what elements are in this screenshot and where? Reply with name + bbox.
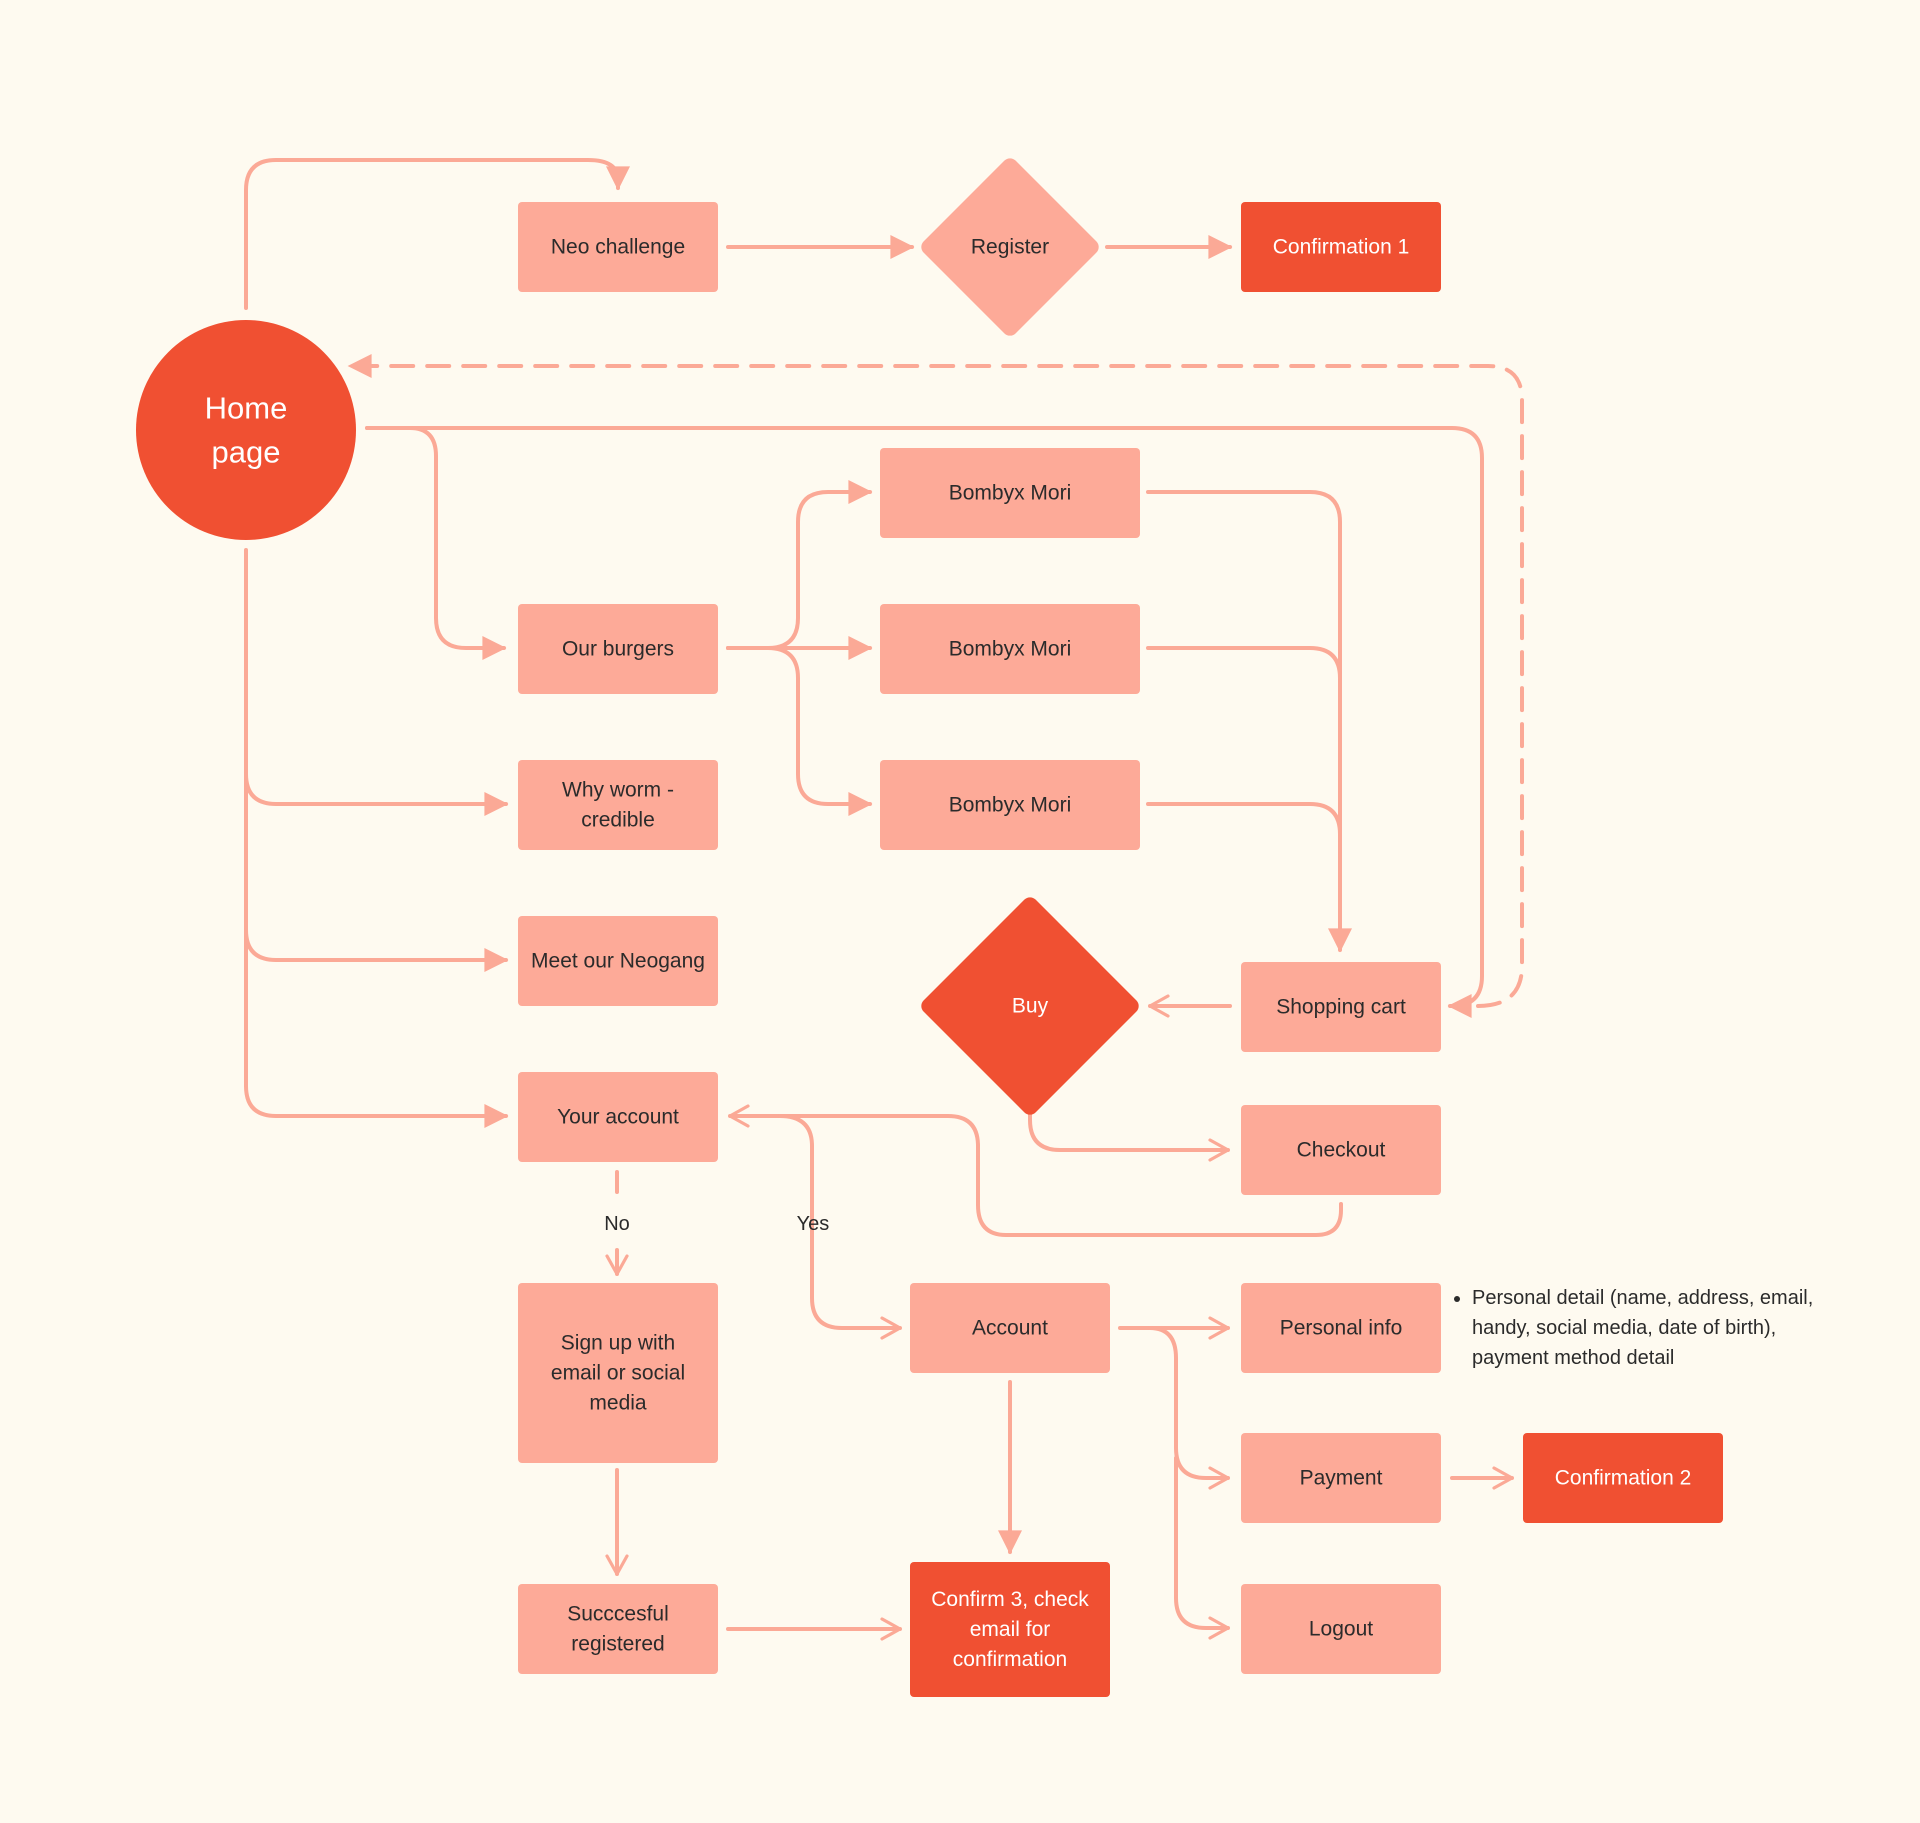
node-confirmation-1-label: Confirmation 1 [1273,236,1410,259]
edge-label-yes: Yes [797,1213,830,1235]
edge-home-to-our-burgers [365,426,507,660]
node-confirmation-1: Confirmation 1 [1241,202,1441,292]
personal-info-note: Personal detail (name, address, email, h… [1450,1283,1830,1373]
node-shopping-cart: Shopping cart [1241,962,1441,1052]
node-our-burgers-shape [518,604,718,694]
node-why-worm-label: Why worm - [562,779,674,802]
edge-your-account-to-account-yes [778,1114,902,1340]
edge-bombyx-mori-1-to-cart [1146,490,1352,953]
node-confirmation-2: Confirmation 2 [1523,1433,1723,1523]
node-bombyx-mori-2-label: Bombyx Mori [949,638,1072,661]
node-sign-up-label: media [589,1392,647,1415]
node-account-shape [910,1283,1110,1373]
edge-home-to-meet-neogang [244,928,509,972]
node-register: Register [921,158,1099,336]
node-sign-up: Sign up with email or social media [518,1283,718,1463]
edge-bombyx-mori-3-to-cart [1146,802,1342,836]
edge-home-to-your-account [244,1084,509,1128]
edge-our-burgers-to-bombyx-mori-1 [726,480,873,650]
edge-our-burgers-to-bombyx-mori-3 [726,646,873,816]
node-register-shape [921,158,1099,336]
node-sign-up-label: Sign up with [561,1332,675,1355]
node-logout: Logout [1241,1584,1441,1674]
node-logout-label: Logout [1309,1618,1373,1641]
node-your-account-shape [518,1072,718,1162]
node-bombyx-mori-3-label: Bombyx Mori [949,794,1072,817]
node-meet-neogang: Meet our Neogang [518,916,718,1006]
node-why-worm-shape [518,760,718,850]
node-bombyx-mori-1-label: Bombyx Mori [949,482,1072,505]
node-your-account: Your account [518,1072,718,1162]
node-shopping-cart-label: Shopping cart [1276,996,1406,1019]
node-payment: Payment [1241,1433,1441,1523]
node-shopping-cart-shape [1241,962,1441,1052]
node-bombyx-mori-1-shape [880,448,1140,538]
node-meet-neogang-shape [518,916,718,1006]
node-successful-registered-label: Succcesful [567,1603,669,1626]
node-bombyx-mori-2: Bombyx Mori [880,604,1140,694]
node-why-worm-label: credible [581,809,655,832]
node-confirmation-1-shape [1241,202,1441,292]
node-register-label: Register [971,236,1049,259]
node-confirm-3-label: Confirm 3, check [931,1588,1089,1611]
node-buy-label: Buy [1012,995,1049,1018]
node-sign-up-shape [518,1283,718,1463]
node-logout-shape [1241,1584,1441,1674]
personal-info-note-item: Personal detail (name, address, email, h… [1472,1283,1830,1373]
node-successful-registered-label: registered [571,1633,664,1656]
node-bombyx-mori-3-shape [880,760,1140,850]
node-why-worm: Why worm - credible [518,760,718,850]
node-neo-challenge: Neo challenge [518,202,718,292]
node-bombyx-mori-1: Bombyx Mori [880,448,1140,538]
node-successful-registered-shape [518,1584,718,1674]
node-home-page-label: Home [205,391,288,426]
node-successful-registered: Succcesful registered [518,1584,718,1674]
node-checkout-shape [1241,1105,1441,1195]
node-buy: Buy [921,897,1139,1115]
node-meet-neogang-label: Meet our Neogang [531,950,705,973]
edge-label-no: No [604,1213,630,1235]
node-confirm-3: Confirm 3, check email for confirmation [910,1562,1110,1697]
node-personal-info-label: Personal info [1280,1317,1403,1340]
edge-checkout-to-your-account [728,1104,1343,1237]
node-confirm-3-label: email for [970,1618,1051,1641]
node-confirm-3-shape [910,1562,1110,1697]
node-bombyx-mori-2-shape [880,604,1140,694]
node-home-page-label: page [212,435,281,470]
edge-home-to-why-worm [244,772,509,816]
edge-bombyx-mori-2-to-cart [1146,646,1342,680]
edge-buy-to-checkout [1028,1108,1230,1162]
node-personal-info: Personal info [1241,1283,1441,1373]
node-confirm-3-label: confirmation [953,1648,1067,1671]
node-neo-challenge-shape [518,202,718,292]
node-our-burgers-label: Our burgers [562,638,674,661]
node-home-page-shape [136,320,356,540]
node-sign-up-label: email or social [551,1362,685,1385]
node-neo-challenge-label: Neo challenge [551,236,685,259]
edge-home-to-shopping-cart [365,426,1484,1018]
edge-home-to-neo-challenge [244,158,630,310]
node-account: Account [910,1283,1110,1373]
edge-account-to-payment [1148,1326,1230,1490]
node-buy-shape [921,897,1139,1115]
node-our-burgers: Our burgers [518,604,718,694]
edge-account-to-logout [1174,1456,1230,1640]
node-confirmation-2-label: Confirmation 2 [1555,1467,1692,1490]
edge-dashed-shopping-cart-to-home [347,354,1524,1008]
node-confirmation-2-shape [1523,1433,1723,1523]
node-checkout-label: Checkout [1297,1139,1386,1162]
node-payment-shape [1241,1433,1441,1523]
node-payment-label: Payment [1300,1467,1383,1490]
node-bombyx-mori-3: Bombyx Mori [880,760,1140,850]
node-account-label: Account [972,1317,1048,1340]
node-your-account-label: Your account [557,1106,679,1129]
node-home-page: Home page [136,320,356,540]
node-checkout: Checkout [1241,1105,1441,1195]
node-personal-info-shape [1241,1283,1441,1373]
